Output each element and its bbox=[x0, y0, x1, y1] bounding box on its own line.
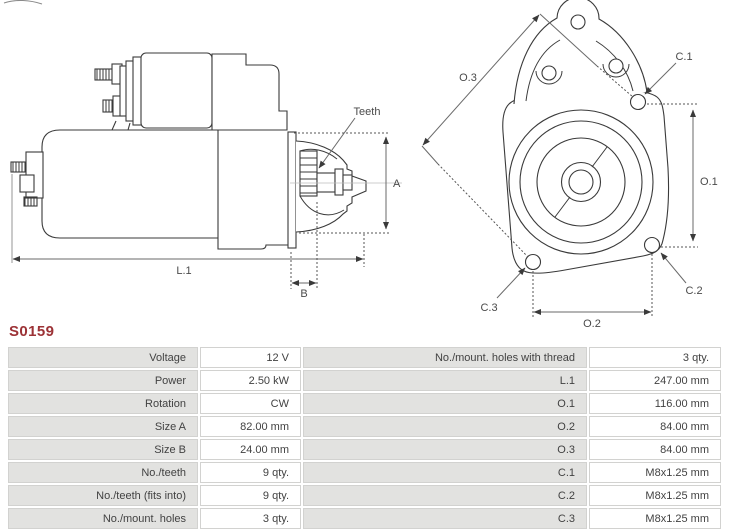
mounting-flange-edge bbox=[287, 131, 297, 249]
body-terminal-stud-icon bbox=[10, 161, 28, 173]
part-number: S0159 bbox=[9, 323, 55, 340]
front-view-dimensions: O.3 C.1 O.1 C.2 C.3 O.2 bbox=[421, 13, 718, 330]
dim-label-o2: O.2 bbox=[583, 318, 601, 330]
spec-label-left: Size B bbox=[8, 439, 198, 460]
spec-value-left: CW bbox=[200, 393, 301, 414]
spec-value-left: 12 V bbox=[200, 347, 301, 368]
side-view-dimensions: A Teeth L.1 B bbox=[11, 106, 402, 300]
spec-label-left: No./mount. holes bbox=[8, 508, 198, 529]
spec-label-right: O.1 bbox=[303, 393, 587, 414]
spec-value-left: 82.00 mm bbox=[200, 416, 301, 437]
solenoid-body bbox=[140, 52, 213, 129]
c1-leader-line bbox=[644, 62, 677, 95]
spec-label-right: No./mount. holes with thread bbox=[303, 347, 587, 368]
side-view-drawing bbox=[3, 0, 367, 250]
dim-label-l1: L.1 bbox=[176, 265, 191, 277]
teeth-label: Teeth bbox=[354, 106, 381, 118]
spec-label-right: O.2 bbox=[303, 416, 587, 437]
starter-motor-technical-drawing: A Teeth L.1 B bbox=[3, 0, 718, 330]
dim-label-o3: O.3 bbox=[459, 72, 477, 84]
motor-body bbox=[41, 129, 219, 239]
spec-label-left: Voltage bbox=[8, 347, 198, 368]
spec-value-right: M8x1.25 mm bbox=[589, 508, 721, 529]
spec-value-right: 116.00 mm bbox=[589, 393, 721, 414]
spec-value-left: 3 qty. bbox=[200, 508, 301, 529]
shaft-bore bbox=[568, 169, 594, 195]
upper-left-hole bbox=[541, 65, 557, 81]
spec-value-right: 3 qty. bbox=[589, 347, 721, 368]
c3-leader-line bbox=[496, 267, 526, 299]
solenoid-terminal-stud-icon bbox=[94, 68, 114, 81]
dim-label-b: B bbox=[300, 288, 307, 300]
spec-label-right: C.1 bbox=[303, 462, 587, 483]
spec-label-left: No./teeth (fits into) bbox=[8, 485, 198, 506]
flange-outer-circle bbox=[508, 109, 654, 255]
teeth-leader-line bbox=[318, 117, 356, 169]
spec-label-left: Size A bbox=[8, 416, 198, 437]
spec-label-left: No./teeth bbox=[8, 462, 198, 483]
solenoid-terminal-stud-icon bbox=[102, 99, 115, 113]
spec-label-right: C.2 bbox=[303, 485, 587, 506]
spec-label-left: Rotation bbox=[8, 393, 198, 414]
spec-value-left: 9 qty. bbox=[200, 462, 301, 483]
front-view-drawing bbox=[502, 0, 670, 274]
spec-value-right: 84.00 mm bbox=[589, 416, 721, 437]
spec-value-left: 24.00 mm bbox=[200, 439, 301, 460]
spec-value-left: 9 qty. bbox=[200, 485, 301, 506]
dim-label-c2: C.2 bbox=[685, 285, 702, 297]
mount-hole-c1 bbox=[629, 93, 647, 111]
upper-right-hole bbox=[608, 58, 624, 74]
spec-value-right: M8x1.25 mm bbox=[589, 485, 721, 506]
spec-value-right: 247.00 mm bbox=[589, 370, 721, 391]
spec-label-right: C.3 bbox=[303, 508, 587, 529]
mount-hole-c2 bbox=[643, 236, 661, 254]
dim-label-c1: C.1 bbox=[675, 51, 692, 63]
spec-value-right: 84.00 mm bbox=[589, 439, 721, 460]
mount-hole-c3 bbox=[524, 253, 542, 271]
dim-label-o1: O.1 bbox=[700, 176, 718, 188]
spec-value-left: 2.50 kW bbox=[200, 370, 301, 391]
mounting-flange-outline bbox=[502, 88, 670, 274]
drive-housing-block bbox=[211, 53, 288, 131]
body-terminal-stud-icon bbox=[23, 196, 38, 207]
spec-label-right: L.1 bbox=[303, 370, 587, 391]
c2-leader-line bbox=[660, 252, 687, 284]
spec-label-right: O.3 bbox=[303, 439, 587, 460]
top-hole bbox=[570, 14, 586, 30]
spec-value-right: M8x1.25 mm bbox=[589, 462, 721, 483]
dim-label-a: A bbox=[393, 178, 401, 190]
spec-label-left: Power bbox=[8, 370, 198, 391]
dim-label-c3: C.3 bbox=[480, 302, 497, 314]
